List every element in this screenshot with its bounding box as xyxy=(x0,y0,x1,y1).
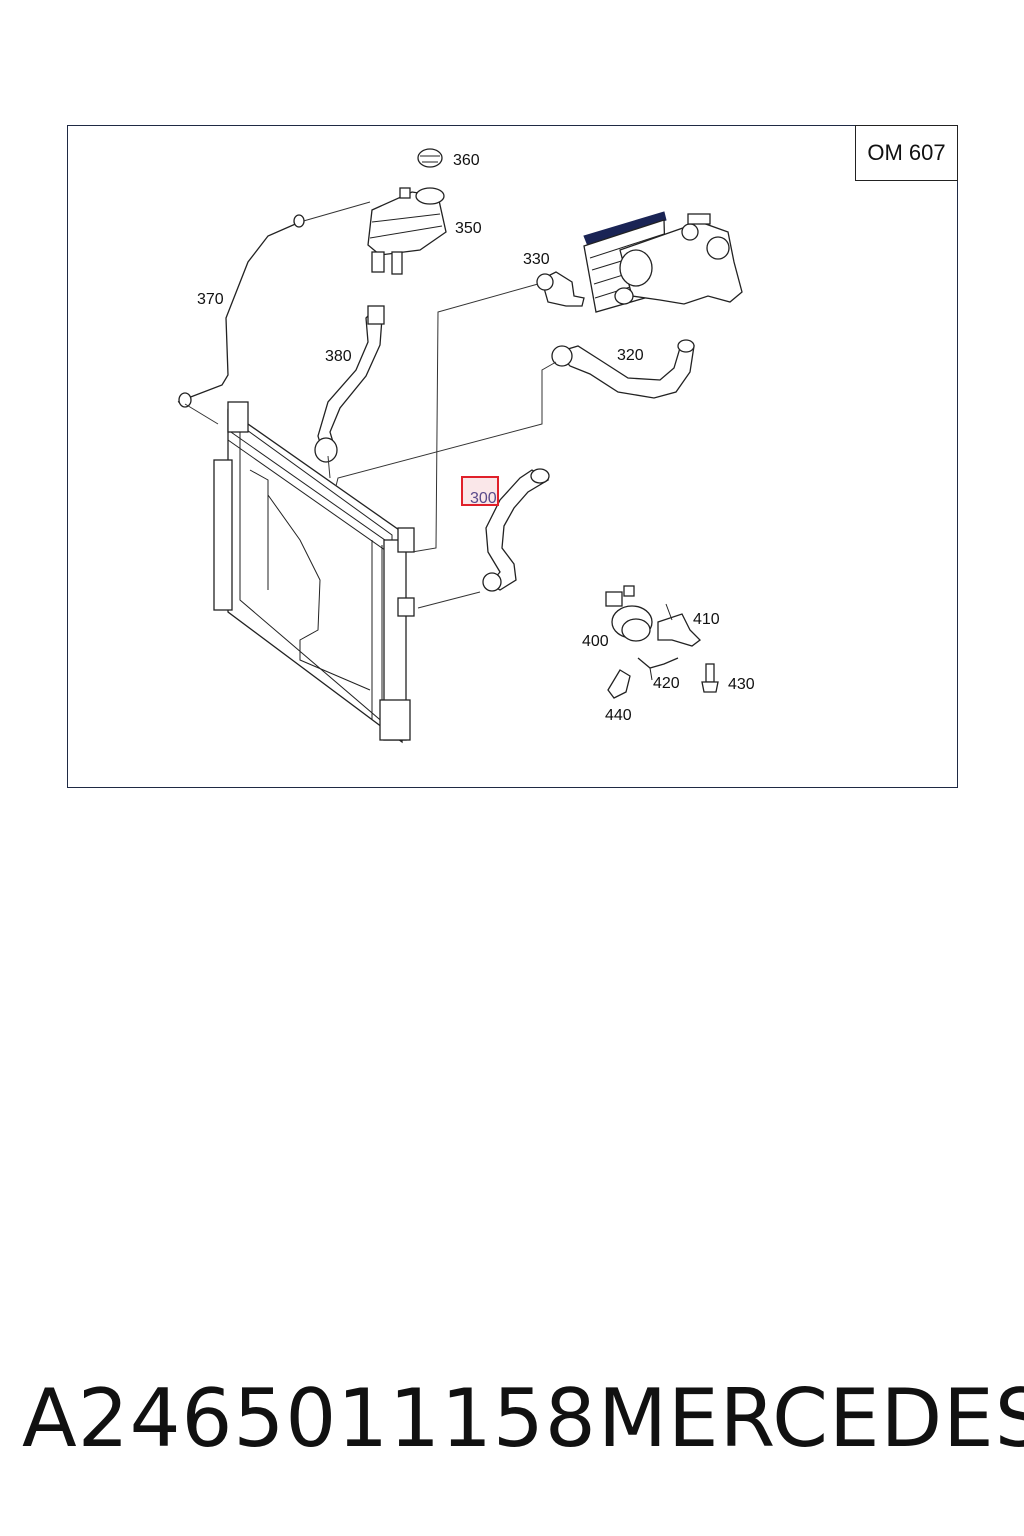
expansion-tank xyxy=(367,187,447,275)
callout-370[interactable]: 370 xyxy=(197,291,224,308)
callout-300[interactable]: 300 xyxy=(470,490,497,507)
callout-350[interactable]: 350 xyxy=(455,220,482,237)
part-number: A2465011158 xyxy=(22,1372,597,1465)
pump-400 xyxy=(605,585,653,642)
brand-name: MERCEDES xyxy=(598,1372,1024,1465)
line-370 xyxy=(177,201,371,425)
oil-cooler xyxy=(583,211,743,313)
callout-330[interactable]: 330 xyxy=(523,251,550,268)
hose-300 xyxy=(417,468,550,609)
pipe-330 xyxy=(411,271,585,553)
hose-380 xyxy=(314,305,385,479)
callout-430[interactable]: 430 xyxy=(728,676,755,693)
callout-320[interactable]: 320 xyxy=(617,347,644,364)
diagram-frame xyxy=(67,125,958,788)
clamp-420 xyxy=(637,657,679,681)
radiator xyxy=(213,401,415,744)
callout-360[interactable]: 360 xyxy=(453,152,480,169)
callout-420[interactable]: 420 xyxy=(653,675,680,692)
callout-440[interactable]: 440 xyxy=(605,707,632,724)
callout-400[interactable]: 400 xyxy=(582,633,609,650)
hose-320 xyxy=(335,339,695,487)
footer: A2465011158 MERCEDES xyxy=(0,1372,1024,1472)
callout-410[interactable]: 410 xyxy=(693,611,720,628)
engine-code-label: OM 607 xyxy=(855,125,958,181)
callout-380[interactable]: 380 xyxy=(325,348,352,365)
highlight-box xyxy=(461,476,499,506)
cap-360 xyxy=(417,148,443,168)
sensor-440 xyxy=(607,669,631,699)
bracket-410 xyxy=(657,603,701,647)
bolt-430 xyxy=(701,663,719,693)
